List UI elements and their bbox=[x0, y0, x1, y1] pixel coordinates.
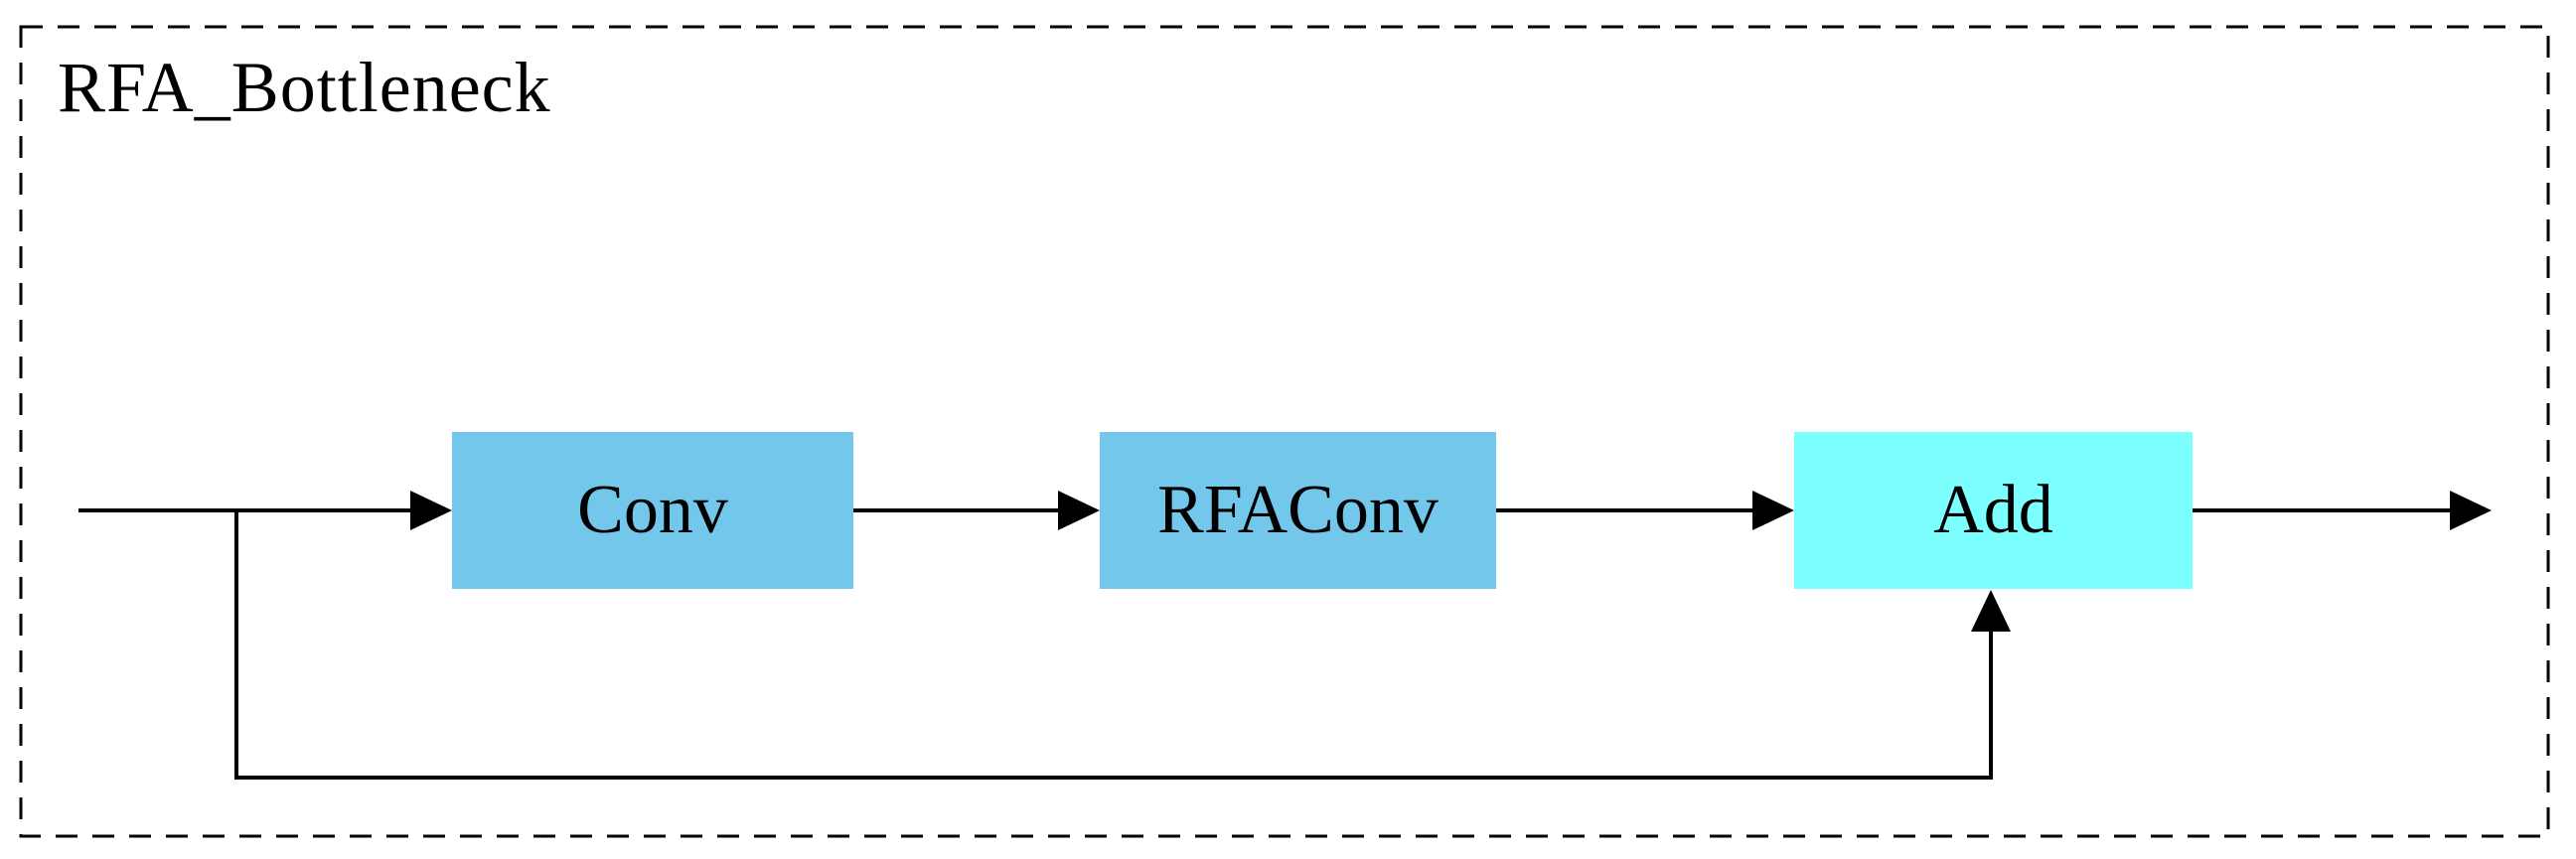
arrowhead-skip-to-add bbox=[1971, 590, 2011, 632]
node-add: Add bbox=[1794, 432, 2193, 589]
edge-skip-to-add bbox=[234, 510, 1993, 780]
arrowhead-rfaconv-to-add bbox=[1752, 491, 1794, 530]
arrowhead-add-to-output bbox=[2450, 491, 2492, 530]
arrowhead-conv-to-rfaconv bbox=[1058, 491, 1100, 530]
arrowhead-input-to-conv bbox=[410, 491, 452, 530]
node-conv: Conv bbox=[452, 432, 853, 589]
diagram-title: RFA_Bottleneck bbox=[58, 48, 551, 127]
node-rfaconv: RFAConv bbox=[1100, 432, 1496, 589]
container-border bbox=[19, 25, 2550, 838]
